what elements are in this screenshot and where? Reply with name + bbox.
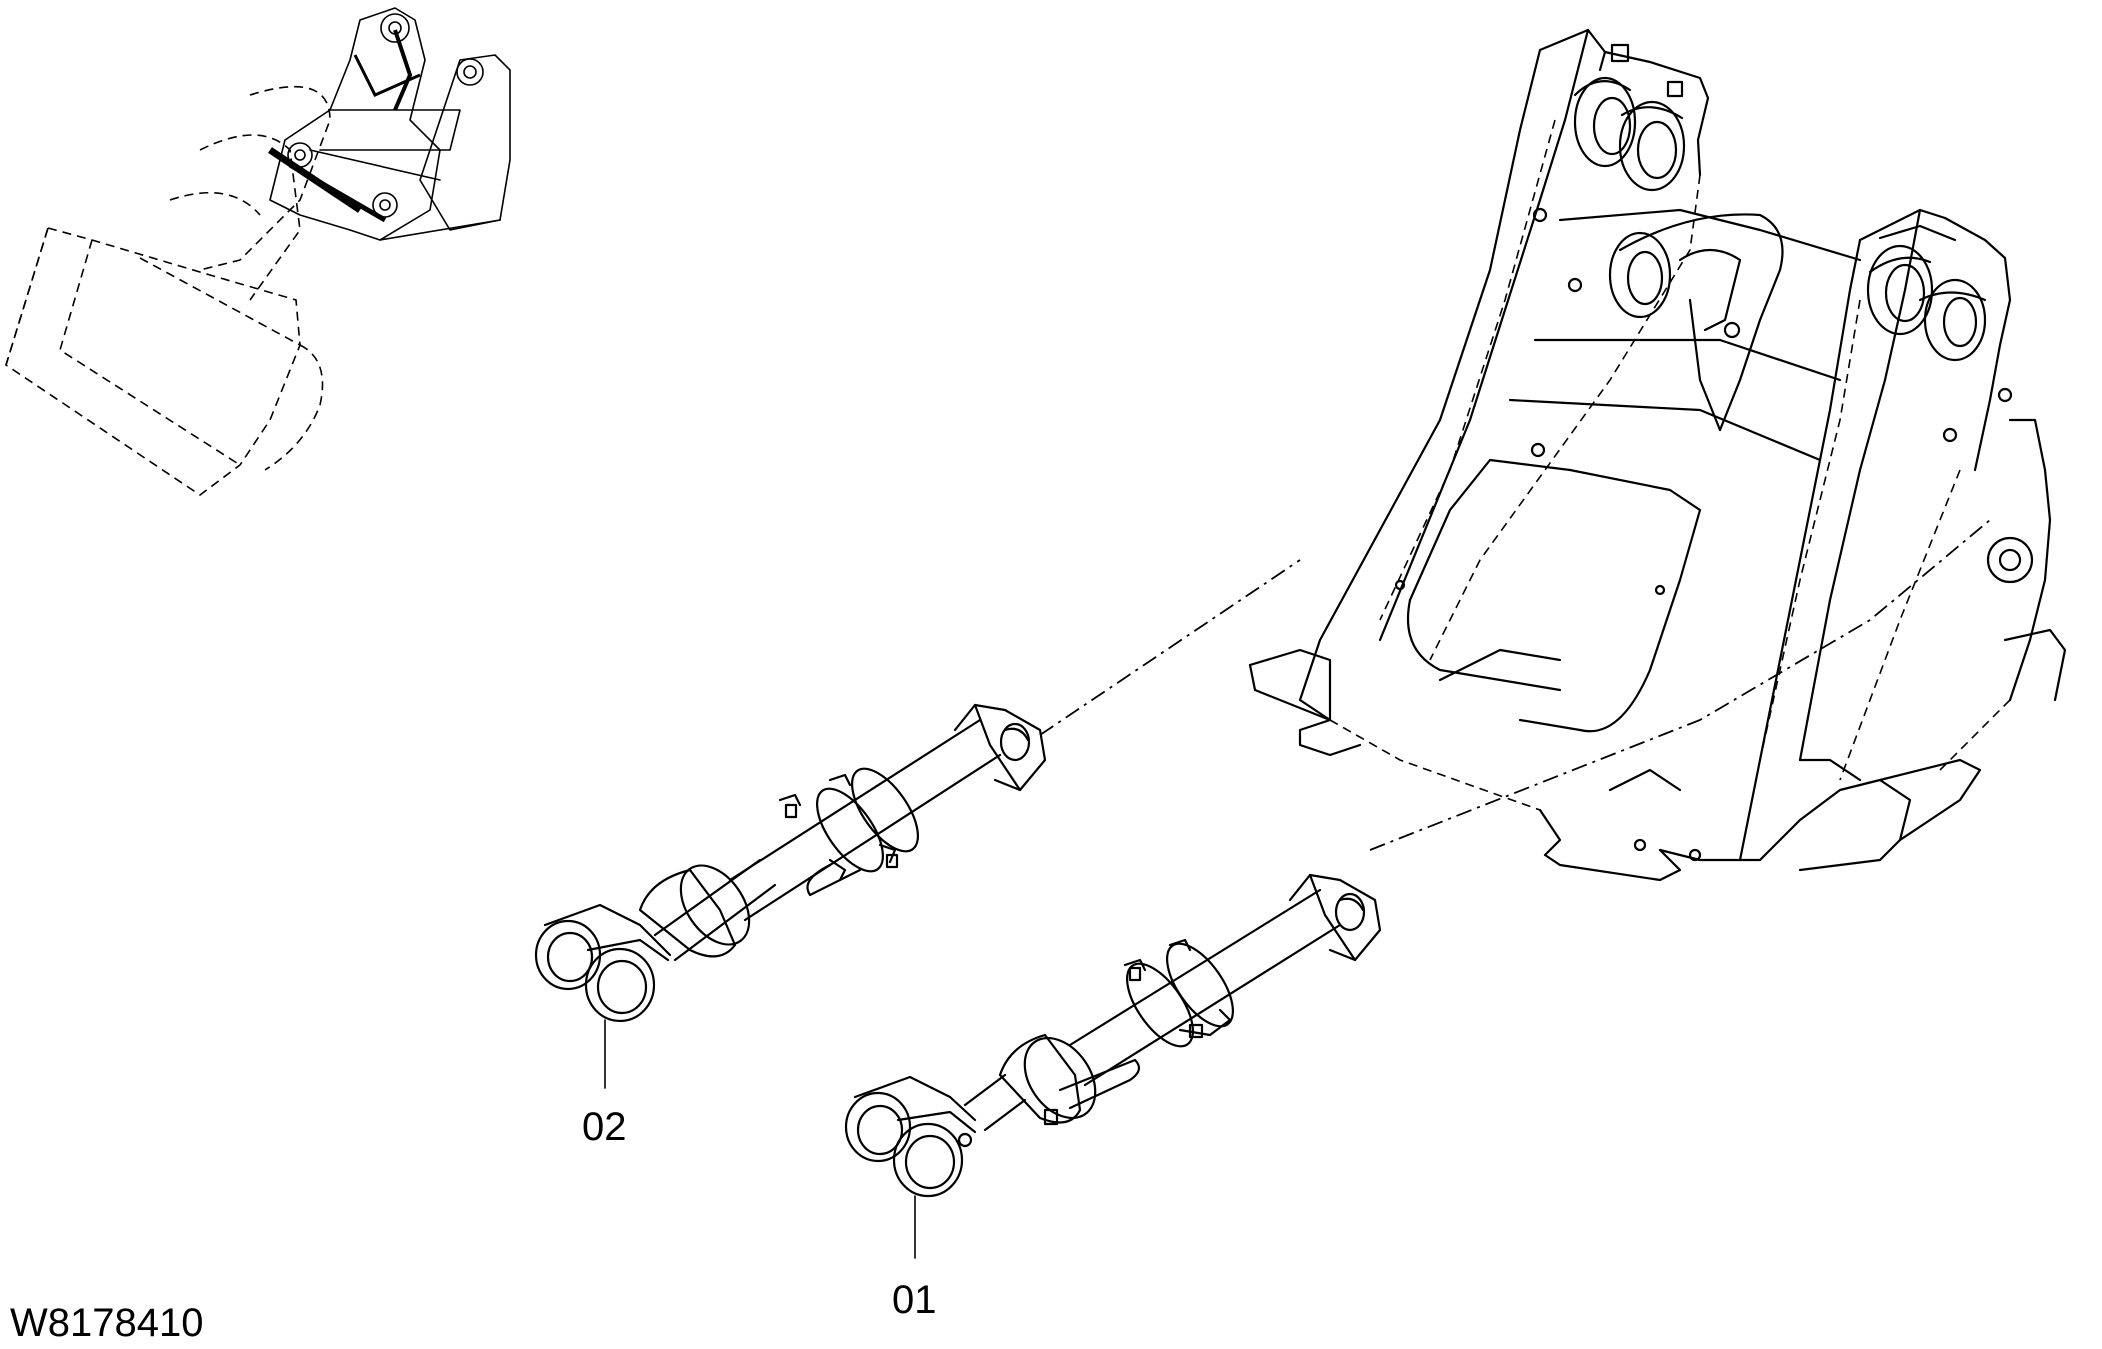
loader-overview-thumbnail <box>5 7 511 496</box>
drawing-code: W8178410 <box>10 1301 203 1345</box>
lift-cylinder-02: 02 <box>534 703 1047 1149</box>
callout-label-02: 02 <box>582 1105 627 1149</box>
alignment-lines <box>1039 519 1991 851</box>
callout-label-01: 01 <box>892 1278 937 1322</box>
front-frame <box>1248 28 2067 882</box>
lift-cylinder-01: 01 <box>844 873 1382 1322</box>
